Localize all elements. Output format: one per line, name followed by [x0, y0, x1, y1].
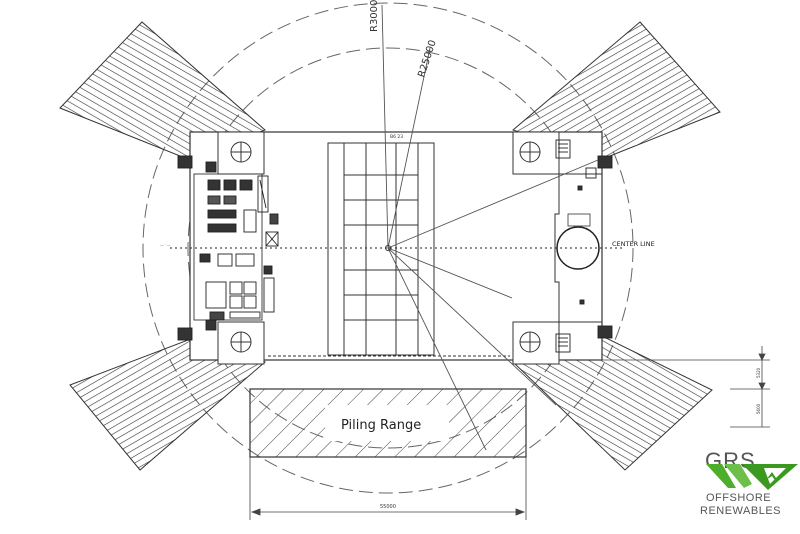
leg-block-bottom-right	[512, 321, 560, 365]
grs-logo: GRS OFFSHORE RENEWABLES	[700, 448, 798, 528]
aft-structure	[554, 173, 603, 323]
width-dimension	[249, 457, 527, 520]
center-line-label: CENTER LINE	[612, 240, 655, 248]
side-dimension-upper: 5320	[756, 367, 761, 378]
top-tag: B6 23	[390, 134, 403, 140]
piling-range-label: Piling Range	[341, 418, 421, 433]
radius-label-inner: R25000	[416, 39, 438, 79]
center-line-left-tag: — · —	[160, 243, 171, 247]
side-dimension-lower: 5600	[756, 403, 761, 414]
outer-radius-circle	[142, 2, 634, 494]
radial-lines	[381, 4, 599, 451]
boom-top-left	[59, 21, 266, 161]
radius-label-outer: R30000	[369, 0, 380, 32]
leg-block-top-right	[512, 131, 560, 175]
moonpool-circle	[556, 226, 600, 270]
logo-line1: OFFSHORE	[706, 492, 772, 504]
logo-line2: RENEWABLES	[700, 505, 782, 517]
boom-bottom-left	[69, 339, 267, 471]
width-dimension-label: 55000	[380, 504, 396, 510]
right-deck-equipment	[555, 139, 613, 353]
logo-chevron-icon	[706, 464, 798, 490]
left-deck-equipment	[177, 155, 279, 341]
side-dimension	[600, 346, 770, 428]
central-cargo-frame	[327, 142, 435, 356]
